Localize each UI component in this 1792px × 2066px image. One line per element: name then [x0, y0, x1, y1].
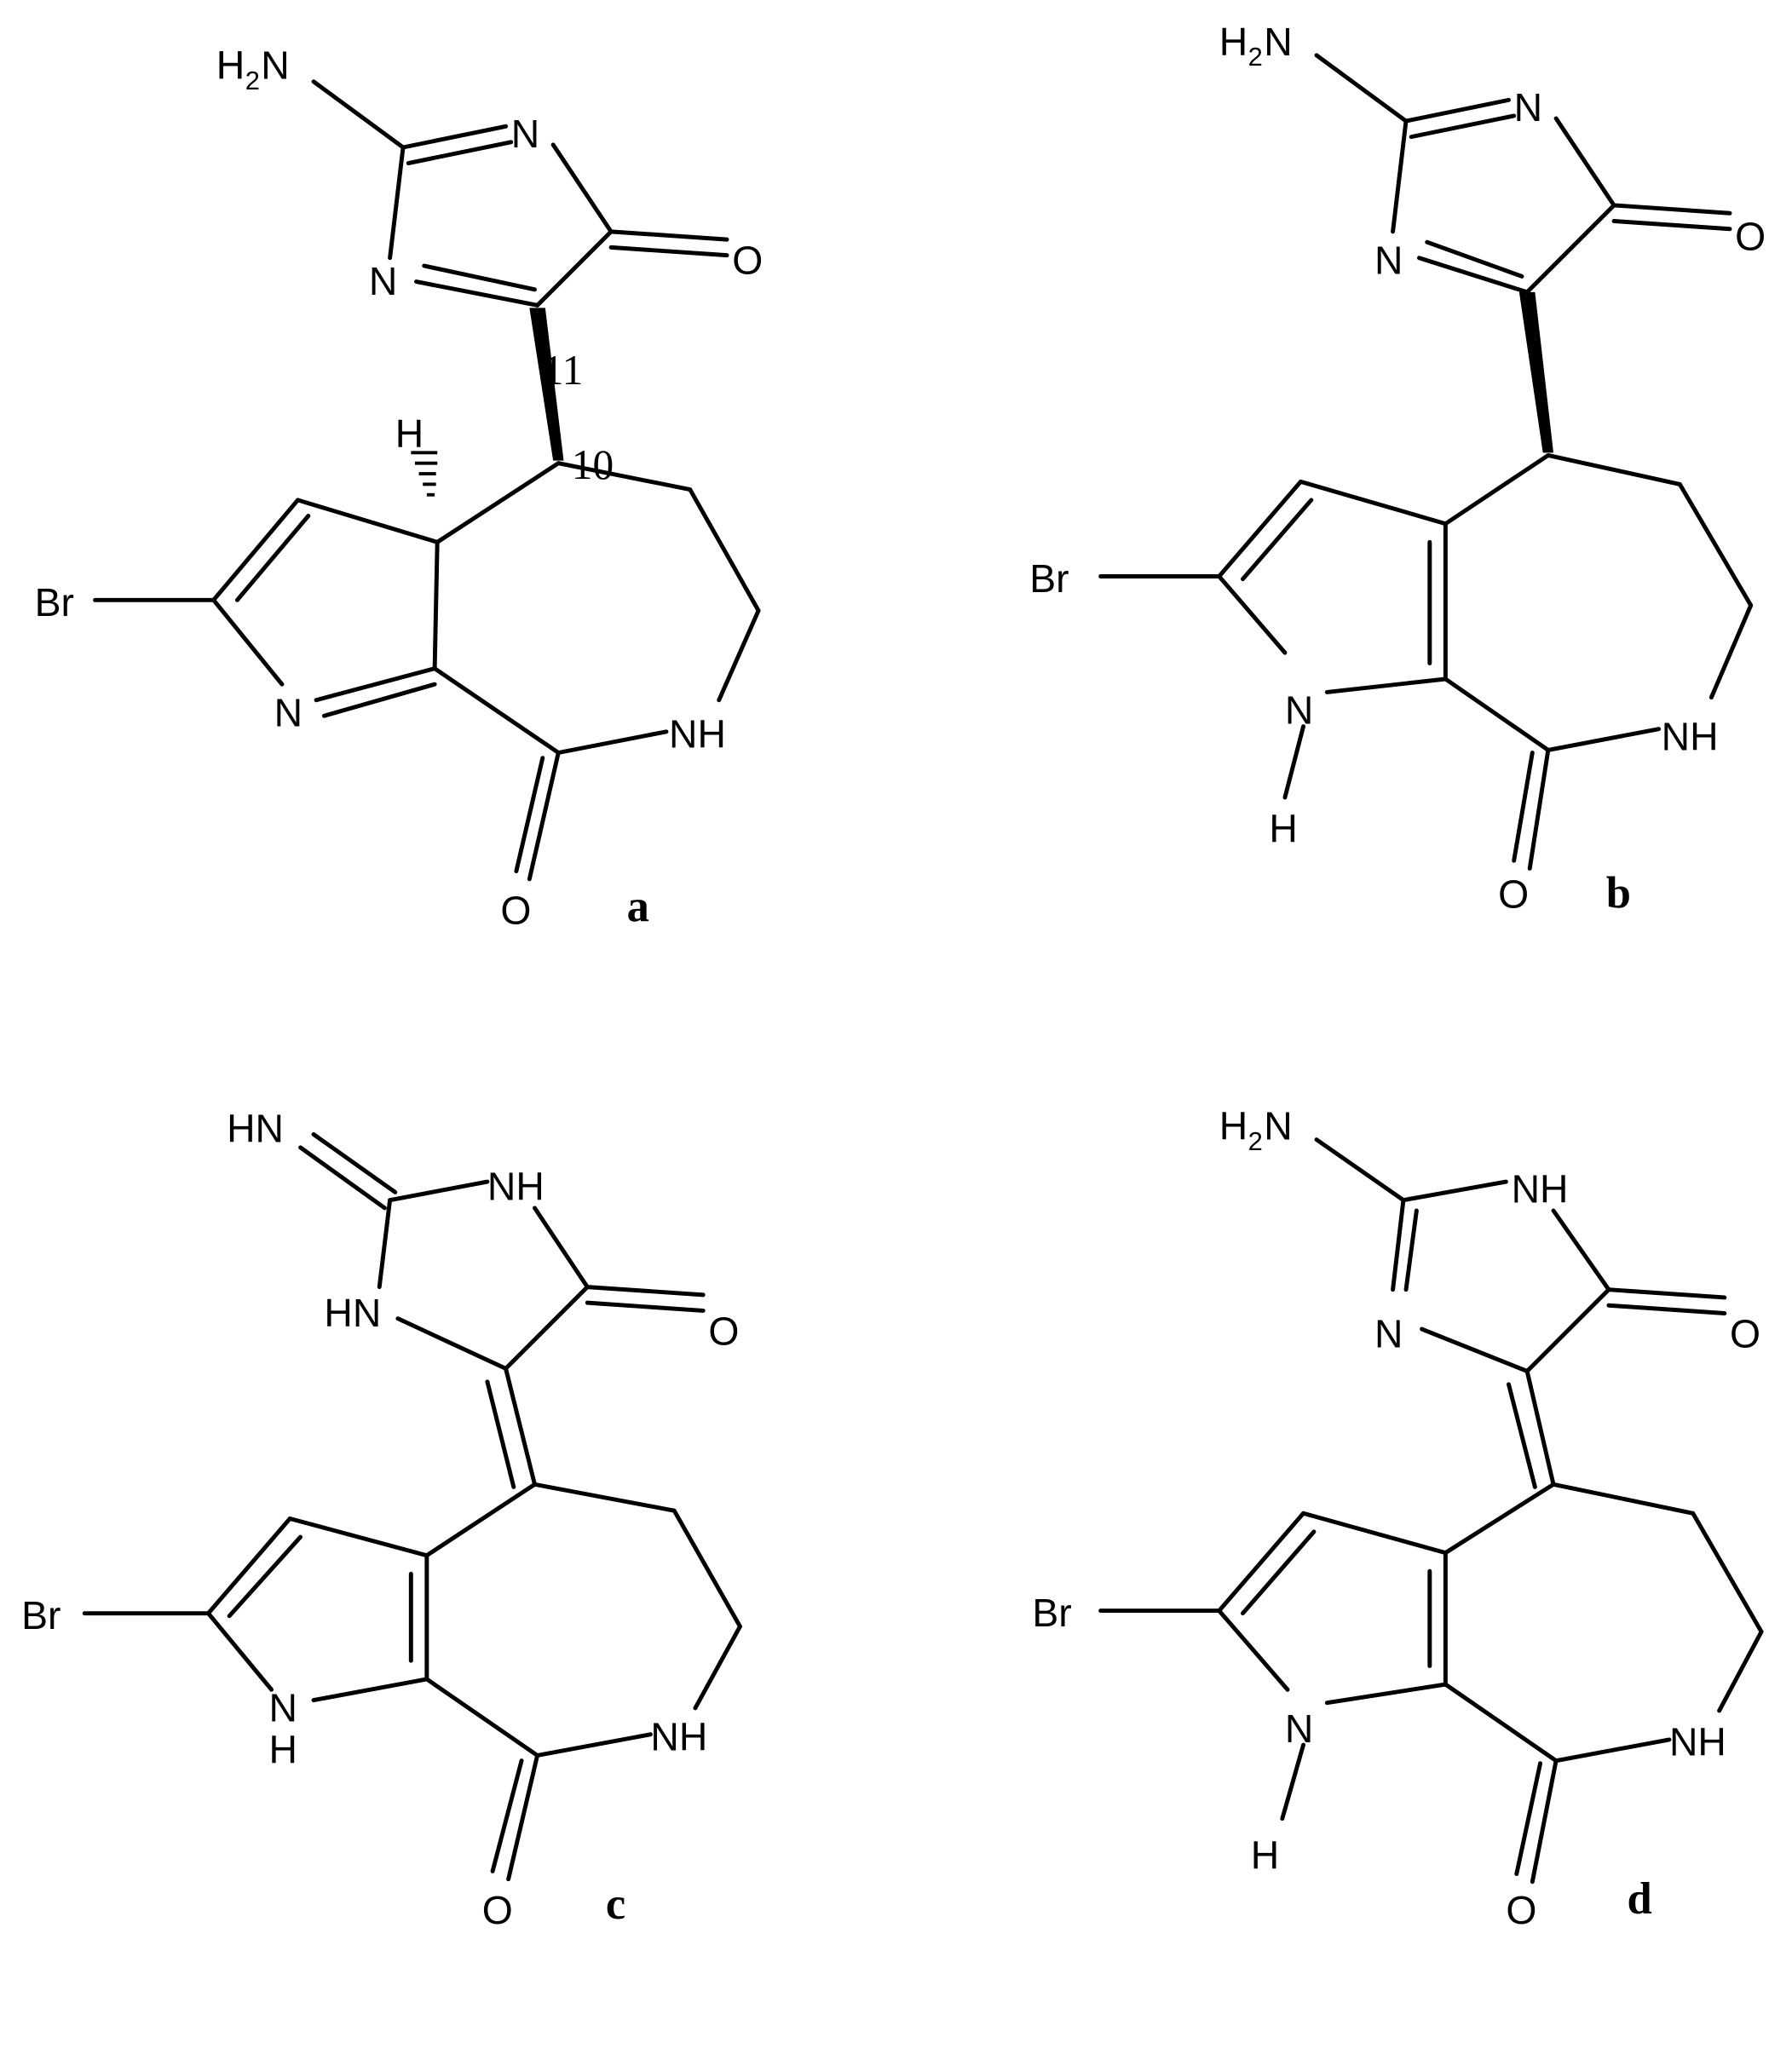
- atom-n: N: [1514, 85, 1542, 129]
- locant-11: 11: [543, 347, 584, 394]
- atom-nh: NH: [487, 1165, 545, 1209]
- atom-o: O: [1730, 1312, 1760, 1356]
- structure-label-a: a: [627, 882, 649, 931]
- atom-br: Br: [35, 580, 74, 624]
- atom-n: N: [269, 1685, 297, 1729]
- svg-text:N: N: [261, 43, 289, 88]
- atom-nh: NH: [1669, 1719, 1726, 1764]
- atom-nh: NH: [650, 1714, 707, 1758]
- wedge-bond: [529, 308, 564, 461]
- atom-h: H: [1251, 1833, 1279, 1877]
- atom-br: Br: [1032, 1591, 1071, 1635]
- svg-text:2: 2: [1248, 42, 1263, 72]
- structure-label-c: c: [606, 1879, 625, 1929]
- atom-n: N: [511, 112, 539, 156]
- atom-n: N: [1374, 1312, 1403, 1356]
- atom-o: O: [1735, 214, 1766, 258]
- structure-b: [1098, 53, 1754, 871]
- atom-nh: NH: [1662, 714, 1719, 758]
- atom-hn: HN: [324, 1291, 381, 1335]
- atom-o: O: [732, 238, 763, 282]
- atom-h: H: [1269, 807, 1297, 851]
- structure-d: [1098, 1137, 1764, 1885]
- atom-o: O: [1498, 872, 1529, 917]
- structure-a: [93, 79, 761, 882]
- structure-label-d: d: [1628, 1874, 1652, 1924]
- svg-text:2: 2: [245, 66, 260, 95]
- svg-text:N: N: [1264, 1104, 1292, 1148]
- atom-h: H: [395, 411, 424, 456]
- svg-text:H: H: [1219, 1104, 1247, 1148]
- atom-o: O: [1506, 1888, 1536, 1932]
- structure-c-labels: HN NH HN O Br N H NH O c: [21, 1107, 739, 1932]
- atom-br: Br: [21, 1593, 61, 1637]
- atom-h: H: [269, 1728, 297, 1772]
- wedge-bond: [1518, 291, 1554, 453]
- svg-text:H: H: [1219, 20, 1247, 64]
- amine-label: Ha: [216, 43, 245, 88]
- svg-text:2: 2: [1248, 1126, 1263, 1156]
- atom-n: N: [1285, 1706, 1313, 1751]
- structure-a-labels: Ha H2N N N O 11 10 H Br N NH O a: [35, 43, 763, 933]
- atom-nh: NH: [1512, 1167, 1569, 1211]
- atom-nh: NH: [669, 711, 726, 756]
- svg-text:H: H: [216, 43, 245, 88]
- atom-n: N: [274, 691, 303, 735]
- atom-o: O: [500, 888, 531, 932]
- svg-text:N: N: [1264, 20, 1292, 64]
- atom-o: O: [708, 1309, 739, 1354]
- atom-o: O: [482, 1888, 513, 1932]
- locant-10: 10: [572, 441, 614, 488]
- atom-br: Br: [1029, 556, 1069, 601]
- atom-hn: HN: [227, 1107, 284, 1151]
- structure-c: [82, 1131, 742, 1882]
- atom-n: N: [1374, 238, 1403, 282]
- structure-label-b: b: [1606, 869, 1631, 918]
- atom-n: N: [369, 259, 397, 303]
- atom-n: N: [1285, 688, 1313, 733]
